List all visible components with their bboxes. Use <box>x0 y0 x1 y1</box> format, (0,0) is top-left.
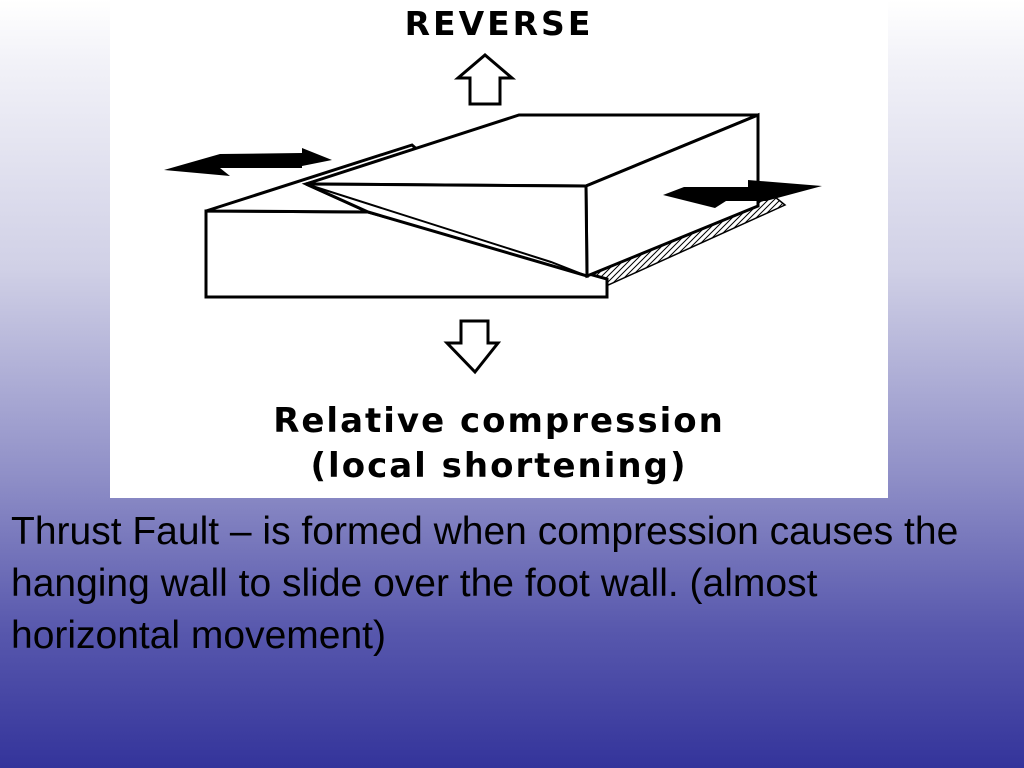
diagram-title: REVERSE <box>404 4 594 43</box>
fault-diagram <box>164 53 822 375</box>
relative-compression-label: Relative compression <box>273 401 725 441</box>
thrust-fault-caption: Thrust Fault – is formed when compressio… <box>11 510 959 657</box>
up-arrow-icon <box>453 53 517 106</box>
local-shortening-label: (local shortening) <box>310 446 688 486</box>
fault-block <box>204 112 787 299</box>
left-motion-arrow-icon <box>164 148 332 176</box>
right-motion-arrow-icon <box>663 180 822 208</box>
fault-diagram-panel: REVERSE Relative compression (local shor… <box>110 0 888 498</box>
down-arrow-icon <box>443 319 502 375</box>
